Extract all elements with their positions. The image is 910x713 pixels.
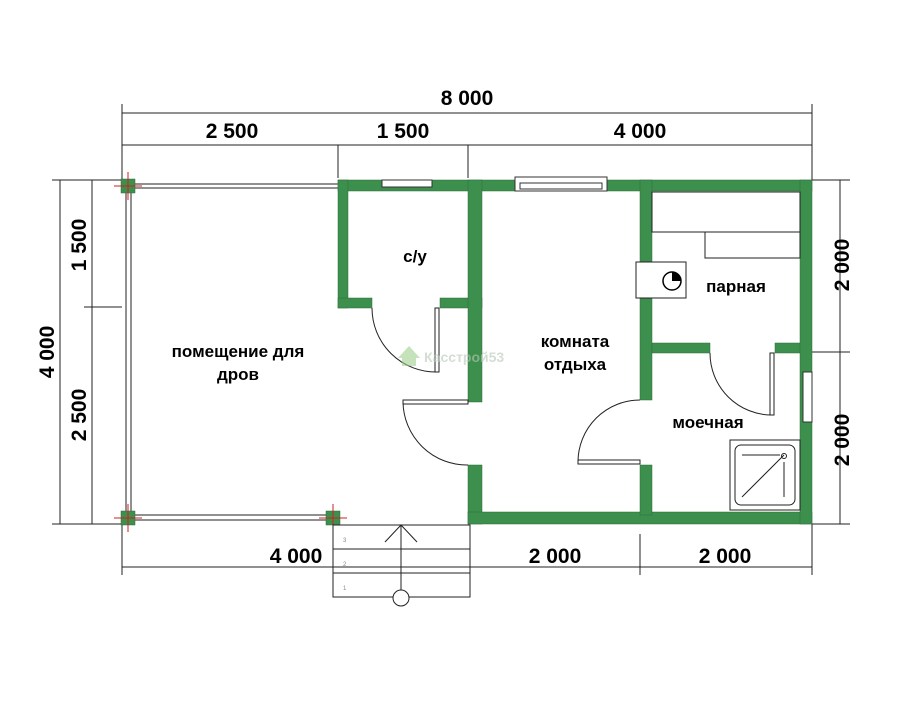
shower-tray-icon (729, 439, 801, 511)
woodshed-frame (125, 183, 338, 521)
room-steam: парная (706, 277, 766, 296)
dim-total-width: 8 000 (441, 87, 494, 110)
room-woodshed-line1: помещение для (172, 342, 305, 361)
stove-icon (635, 261, 687, 299)
room-wash: моечная (672, 413, 743, 432)
room-rest-line2: отдыха (544, 355, 607, 374)
room-rest-line1: комната (541, 332, 610, 351)
dim-top-1: 2 500 (206, 120, 259, 143)
doors (371, 307, 775, 466)
stair-step-3: 3 (343, 538, 347, 544)
stair-step-1: 1 (343, 586, 347, 592)
dim-top-2: 1 500 (377, 120, 430, 143)
dim-left-1: 1 500 (68, 219, 91, 272)
watermark-logo: Касстрой53 (398, 346, 504, 366)
dim-right-2: 2 000 (831, 414, 854, 467)
stairs (332, 524, 471, 607)
posts (114, 172, 347, 532)
dim-bottom-1: 4 000 (270, 545, 323, 568)
dim-bottom-2: 2 000 (529, 545, 582, 568)
room-toilet: с/у (403, 247, 427, 266)
dim-left-total: 4 000 (36, 326, 59, 379)
dim-left-2: 2 500 (68, 389, 91, 442)
room-woodshed-line2: дров (217, 365, 259, 384)
watermark-text: Касстрой53 (424, 349, 504, 365)
windows (381, 176, 813, 423)
dim-top-3: 4 000 (614, 120, 667, 143)
dim-bottom-3: 2 000 (699, 545, 752, 568)
bench (651, 191, 801, 259)
dim-right-1: 2 000 (831, 239, 854, 292)
stair-step-2: 2 (343, 562, 347, 568)
